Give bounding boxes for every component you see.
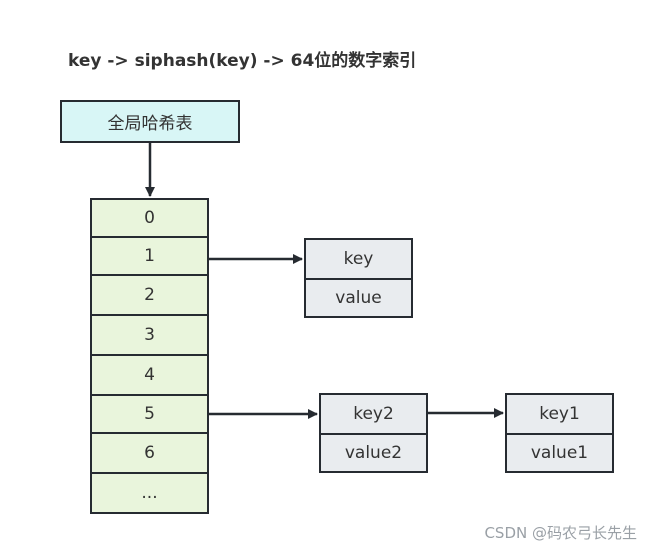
global-hash-table-label: 全局哈希表 xyxy=(107,114,193,134)
entry-value1-cell: value1 xyxy=(505,433,614,473)
hash-slot-0: 0 xyxy=(90,198,209,238)
hash-slot-1: 1 xyxy=(90,238,209,276)
hash-slot-label: 1 xyxy=(144,246,155,266)
hash-slot-2: 2 xyxy=(90,276,209,316)
hash-slot-label: 3 xyxy=(144,325,155,345)
hash-slot-5: 5 xyxy=(90,396,209,434)
hash-slot-4: 4 xyxy=(90,356,209,396)
entry-value2-label: value2 xyxy=(344,443,403,463)
global-hash-table-header: 全局哈希表 xyxy=(60,100,240,143)
watermark: CSDN @码农弓长先生 xyxy=(484,524,637,542)
entry-value-label: value xyxy=(335,288,382,308)
entry-key2-label: key2 xyxy=(353,404,394,424)
hash-slot-ellipsis: ... xyxy=(90,474,209,514)
entry-value2-cell: value2 xyxy=(319,433,428,473)
hash-slot-label: 6 xyxy=(144,443,155,463)
hash-slot-label: 5 xyxy=(144,404,155,424)
entry-value-cell: value xyxy=(304,278,413,318)
hash-slot-label: 0 xyxy=(144,208,155,228)
hash-slot-label: 2 xyxy=(144,285,155,305)
entry-value1-label: value1 xyxy=(530,443,589,463)
diagram-title: key -> siphash(key) -> 64位的数字索引 xyxy=(68,51,417,71)
entry-key-label: key xyxy=(343,249,374,269)
hash-slot-label: ... xyxy=(141,483,158,503)
entry-key2-cell: key2 xyxy=(319,393,428,435)
entry-key-cell: key xyxy=(304,238,413,280)
hash-slot-3: 3 xyxy=(90,316,209,356)
entry-key1-label: key1 xyxy=(539,404,580,424)
hash-slot-6: 6 xyxy=(90,434,209,474)
hash-slot-label: 4 xyxy=(144,365,155,385)
entry-key1-cell: key1 xyxy=(505,393,614,435)
